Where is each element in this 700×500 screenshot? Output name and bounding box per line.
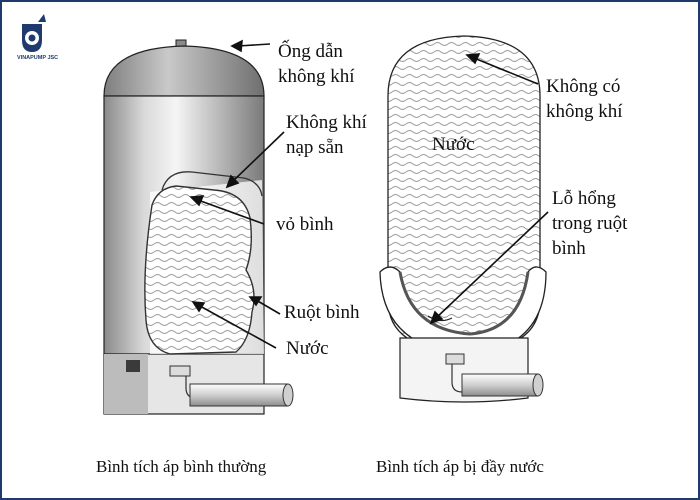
label-precharged-air-line1: Không khí [286, 112, 367, 133]
label-air-tube-line2: không khí [278, 66, 355, 87]
outlet-pipe-left [189, 383, 289, 407]
air-tube [161, 171, 263, 197]
logo-text: VINAPUMP JSC [17, 55, 58, 61]
right-tank [379, 35, 547, 403]
label-bladder: Ruột bình [284, 302, 360, 323]
drain-port [126, 360, 140, 372]
tank-dome [103, 45, 265, 97]
caption-right: Bình tích áp bị đầy nước [376, 457, 544, 476]
leader-arrows [189, 39, 549, 349]
company-logo: VINAPUMP JSC [17, 14, 58, 61]
label-hole-line3: bình [552, 238, 586, 259]
left-tank [103, 39, 294, 415]
caption-left: Bình tích áp bình thường [96, 457, 267, 476]
outlet-pipe-right [461, 373, 539, 397]
label-hole-line2: trong ruột [552, 213, 628, 234]
label-no-air-line1: Không có [546, 76, 620, 97]
bladder-left [144, 185, 255, 355]
label-hole-line1: Lỗ hổng [552, 188, 616, 209]
label-air-tube-line1: Ống dẫn [278, 40, 343, 62]
label-water-left: Nước [286, 338, 329, 359]
label-no-air-line2: không khí [546, 101, 623, 122]
label-precharged-air-line2: nạp sẵn [286, 137, 344, 158]
label-water-right: Nước [432, 134, 475, 155]
label-shell: vỏ bình [276, 214, 334, 235]
